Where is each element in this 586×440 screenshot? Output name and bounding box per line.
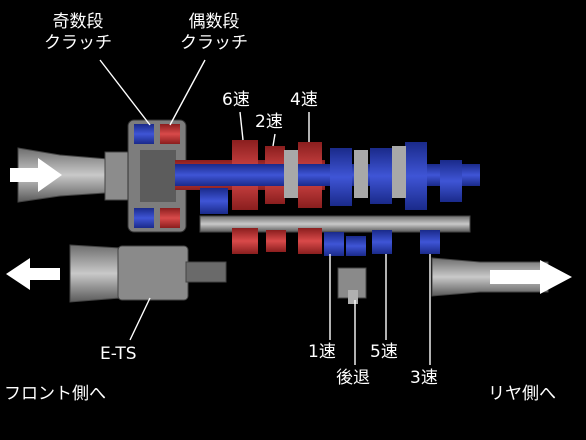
- ets-label: E-TS: [100, 344, 137, 364]
- rear-output-arrow: [490, 260, 572, 294]
- odd-clutch-label: 奇数段 クラッチ: [44, 12, 112, 53]
- upper-synchros: [284, 146, 406, 198]
- gear-1-label: 1速: [308, 342, 336, 362]
- gear-5-label: 5速: [370, 342, 398, 362]
- counter-shaft: [199, 188, 471, 256]
- ets-unit: [69, 244, 227, 303]
- gear-6-label: 6速: [222, 90, 250, 110]
- gear-4-label: 4速: [290, 90, 318, 110]
- reverse-idler: [337, 267, 367, 304]
- front-output-arrow: [6, 258, 60, 290]
- to-front-label: フロント側へ: [4, 384, 106, 404]
- to-rear-label: リヤ側へ: [488, 384, 556, 404]
- input-arrow: [10, 158, 62, 192]
- gear-3-label: 3速: [410, 368, 438, 388]
- gear-2-label: 2速: [255, 112, 283, 132]
- leader-lines: [99, 59, 431, 365]
- dual-clutch-pack: [127, 119, 187, 233]
- gear-reverse-label: 後退: [336, 368, 370, 388]
- even-clutch-label: 偶数段 クラッチ: [180, 12, 248, 53]
